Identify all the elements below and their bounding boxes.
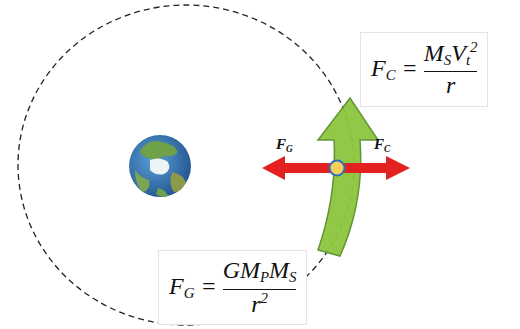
velocity-arrow <box>318 98 378 256</box>
force-label: FG <box>276 136 293 154</box>
numerator: MSVt2 <box>424 39 478 69</box>
denominator: r <box>424 71 478 100</box>
orbit-path <box>18 5 354 325</box>
formula-lhs: FG = <box>169 273 217 303</box>
fraction: MSVt2r <box>424 39 478 100</box>
denominator: r2 <box>223 289 297 319</box>
numerator: GMPMS <box>223 257 297 287</box>
formula-box: FC =MSVt2r <box>360 32 488 107</box>
earth-globe <box>129 135 191 197</box>
formula-box: FG =GMPMSr2 <box>158 250 307 325</box>
force-label: FC <box>374 136 390 154</box>
formula-lhs: FC = <box>371 55 418 85</box>
force-arrows <box>262 156 410 180</box>
satellite <box>330 161 345 176</box>
fraction: GMPMSr2 <box>223 257 297 318</box>
